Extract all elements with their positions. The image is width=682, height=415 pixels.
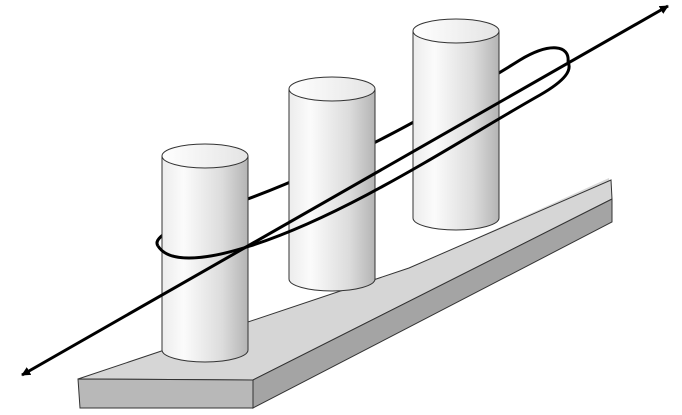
cylinder-right (412, 18, 500, 231)
cylinder-middle (288, 76, 376, 292)
double-headed-arrow (21, 4, 669, 377)
base-plate-front-face (77, 378, 254, 409)
